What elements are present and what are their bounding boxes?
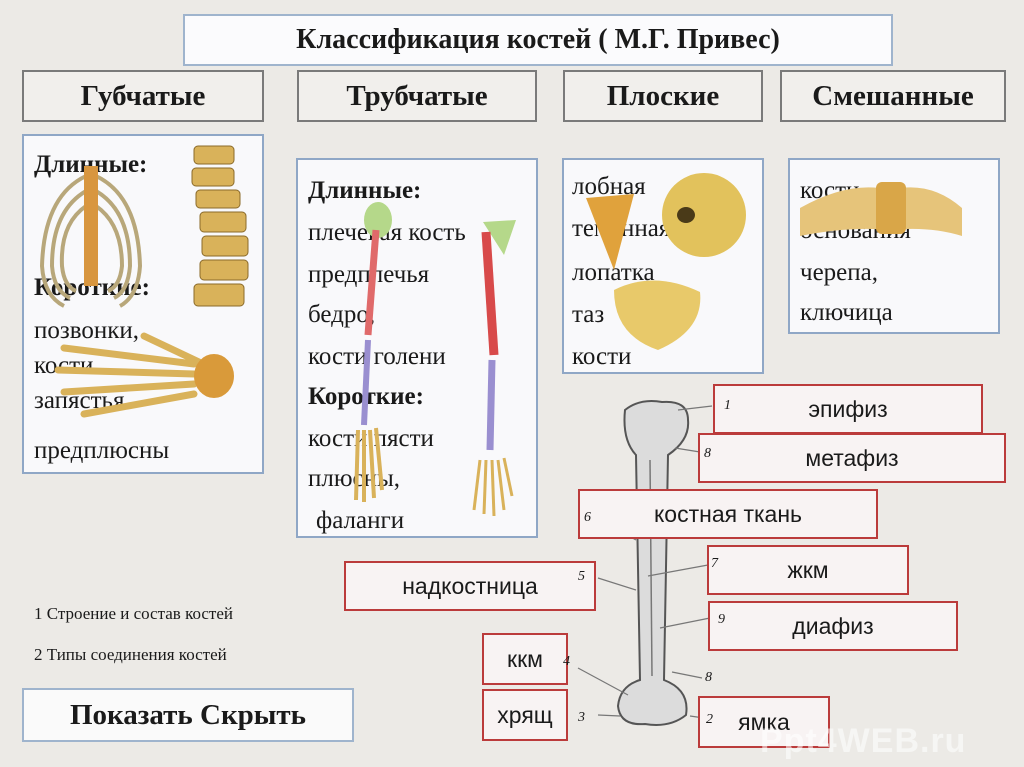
tubular-short-line-2: плюсны, bbox=[308, 465, 401, 492]
label-red-marrow[interactable]: ккм bbox=[482, 633, 568, 685]
tubular-long-line-3: бедро, bbox=[308, 301, 376, 328]
spongy-line-4: предплюсны bbox=[34, 437, 170, 464]
tubular-short-line-3: фаланги bbox=[316, 507, 405, 534]
label-metaphysis-number: 8 bbox=[704, 446, 711, 461]
link-bone-structure[interactable]: 1 Строение и состав костей bbox=[34, 604, 234, 623]
label-fossa-number: 2 bbox=[706, 712, 713, 727]
label-yellow-marrow[interactable]: жкм bbox=[707, 545, 909, 595]
label-cartilage[interactable]: хрящ bbox=[482, 689, 568, 741]
label-fossa[interactable]: ямка bbox=[698, 696, 830, 748]
mixed-line-4: ключица bbox=[800, 299, 893, 326]
vertebra-illustration bbox=[800, 182, 962, 236]
label-periosteum-number: 5 bbox=[578, 569, 585, 584]
label-periosteum[interactable]: надкостница bbox=[344, 561, 596, 611]
watermark: Ppt4WEB.ru bbox=[760, 722, 967, 760]
label-cartilage-number: 3 bbox=[578, 710, 585, 725]
spongy-panel: Длинные: Короткие: позвонки, кости запяс… bbox=[22, 134, 264, 474]
category-spongy: Губчатые bbox=[22, 70, 264, 122]
page-title: Классификация костей ( М.Г. Привес) bbox=[183, 14, 893, 66]
spongy-line-1: позвонки, bbox=[34, 317, 140, 344]
ribcage-spine-hand-illustration bbox=[39, 145, 249, 418]
tubular-long-line-4: кости голени bbox=[308, 343, 446, 370]
spongy-line-2: кости bbox=[34, 352, 94, 379]
category-tubular: Трубчатые bbox=[297, 70, 537, 122]
label-bone-tissue[interactable]: костная ткань bbox=[578, 489, 878, 539]
label-red-marrow-number: 4 bbox=[563, 654, 570, 669]
label-bone-tissue-number: 6 bbox=[584, 510, 591, 525]
label-yellow-marrow-number: 7 bbox=[711, 556, 718, 571]
arm-bones-illustration bbox=[354, 202, 516, 517]
mixed-panel: кости основания черепа, ключица bbox=[788, 158, 1000, 334]
category-flat: Плоские bbox=[563, 70, 763, 122]
skull-scapula-pelvis-illustration bbox=[586, 173, 746, 350]
show-hide-button[interactable]: Показать Скрыть bbox=[22, 688, 354, 742]
label-metaphysis-lower-number: 8 bbox=[705, 670, 712, 685]
label-diaphysis[interactable]: диафиз bbox=[708, 601, 958, 651]
flat-line-5: кости bbox=[572, 343, 632, 370]
mixed-line-3: черепа, bbox=[800, 259, 878, 286]
label-metaphysis[interactable]: метафиз bbox=[698, 433, 1006, 483]
flat-panel: лобная теменная лопатка таз кости bbox=[562, 158, 764, 374]
category-mixed: Смешанные bbox=[780, 70, 1006, 122]
link-bone-joints[interactable]: 2 Типы соединения костей bbox=[34, 645, 227, 664]
tubular-panel: Длинные: плечевая кость предплечья бедро… bbox=[296, 158, 538, 538]
label-epiphysis[interactable]: эпифиз bbox=[713, 384, 983, 434]
tubular-long-heading: Длинные: bbox=[308, 177, 422, 204]
label-epiphysis-number: 1 bbox=[724, 398, 731, 413]
flat-line-4: таз bbox=[572, 301, 605, 328]
label-diaphysis-number: 9 bbox=[718, 612, 725, 627]
